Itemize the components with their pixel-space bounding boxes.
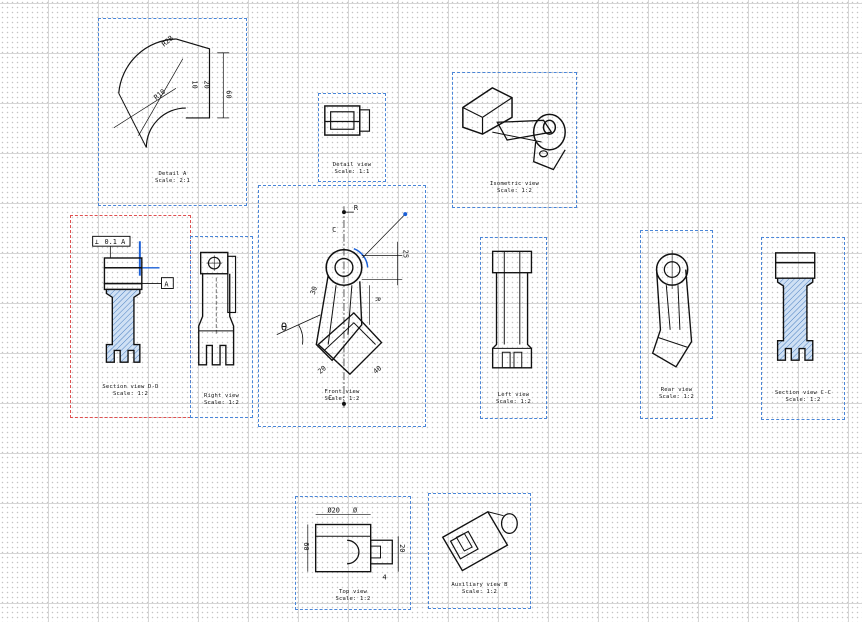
isometric-drawing [462, 86, 566, 171]
datum-a-label: A [164, 281, 169, 289]
dim-dia-20: Ø20 [327, 507, 339, 515]
dim-4-top: 4 [382, 574, 386, 582]
dim-60: 60 [224, 90, 232, 98]
dim-20: 20 [203, 80, 211, 88]
gdt-perpendicular: ⊥ [95, 238, 99, 246]
dim-60-top: 60 [302, 542, 310, 550]
dim-20-top: 20 [398, 544, 406, 552]
auxiliary-view-drawing [441, 510, 518, 572]
section-c-top: C [332, 226, 336, 234]
detail-a-drawing: R28 R10 60 10 20 [113, 34, 232, 148]
dim-theta: θ [281, 321, 288, 334]
right-view-drawing [198, 251, 237, 366]
dim-10: 10 [191, 80, 199, 88]
dim-r-side: R [374, 297, 382, 302]
left-view-drawing [491, 250, 533, 369]
section-dd-drawing: ⊥ 0.1 A A [92, 235, 174, 363]
detail-small-drawing [324, 105, 371, 136]
view-frame-front[interactable]: R C C θ 20 40 R 25 30 Fr [258, 185, 426, 427]
dim-dia: Ø [353, 507, 358, 515]
dim-30: 30 [309, 285, 319, 296]
gdt-tolerance: 0.1 [104, 238, 116, 246]
front-view-drawing: R C C θ 20 40 R 25 30 [276, 204, 409, 409]
section-cc-drawing [774, 252, 816, 361]
gdt-datum: A [121, 238, 126, 246]
dim-25: 25 [401, 250, 409, 258]
dim-20-front: 20 [316, 364, 328, 375]
dim-40-front: 40 [372, 364, 384, 375]
section-c-bottom: C [328, 394, 332, 402]
dim-r-top: R [354, 204, 359, 212]
top-view-drawing: Ø20 Ø 60 20 4 [302, 507, 406, 582]
rear-view-drawing [651, 250, 693, 368]
dim-r28: R28 [160, 34, 175, 48]
